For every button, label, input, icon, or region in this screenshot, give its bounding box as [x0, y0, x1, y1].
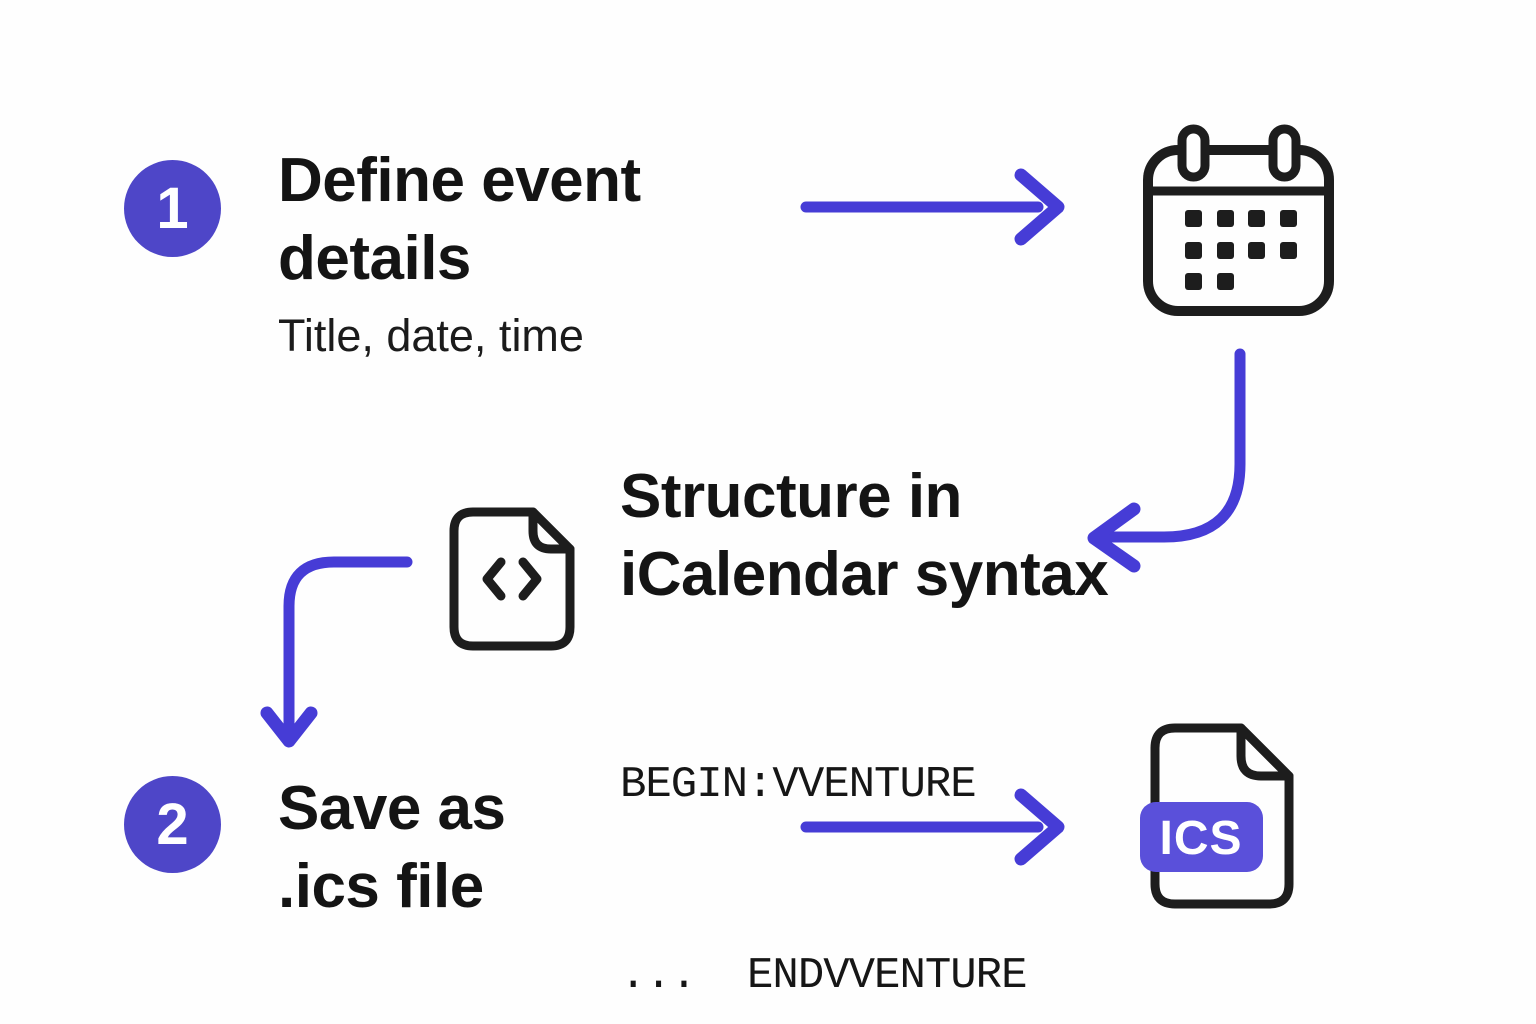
- code-line-begin: BEGIN:VVENTURE: [620, 759, 977, 810]
- arrow-code-to-step2-icon: [260, 556, 413, 748]
- step-1-title: Define event details: [278, 146, 641, 294]
- step-2-number: 2: [156, 792, 189, 857]
- ics-badge: [1140, 802, 1263, 872]
- step-1-number: 1: [156, 176, 189, 241]
- ics-badge-label: ICS: [1159, 812, 1242, 865]
- code-bracket-left: [482, 557, 506, 601]
- icalendar-code-snippet: BEGIN:VVENTURE ... ENDVVENTURE: [620, 626, 1027, 1024]
- calendar-day-dots: [1185, 210, 1297, 290]
- ics-file-icon: ICS: [1140, 723, 1294, 909]
- step-1-subtitle: Title, date, time: [278, 310, 584, 361]
- step-2-title: Save as .ics file: [278, 774, 506, 922]
- step-1-badge: 1: [124, 160, 221, 257]
- code-line-end: ... ENDVVENTURE: [620, 950, 1027, 1001]
- code-file-icon: [449, 507, 575, 651]
- calendar-icon: [1143, 124, 1334, 316]
- step-2-badge: 2: [124, 776, 221, 873]
- arrow-step2-to-ics-icon: [800, 788, 1065, 866]
- arrow-calendar-to-syntax-icon: [1087, 348, 1246, 573]
- code-bracket-right: [518, 557, 542, 601]
- arrow-step1-to-calendar-icon: [800, 168, 1065, 246]
- process-title: Structure in iCalendar syntax: [620, 462, 1109, 610]
